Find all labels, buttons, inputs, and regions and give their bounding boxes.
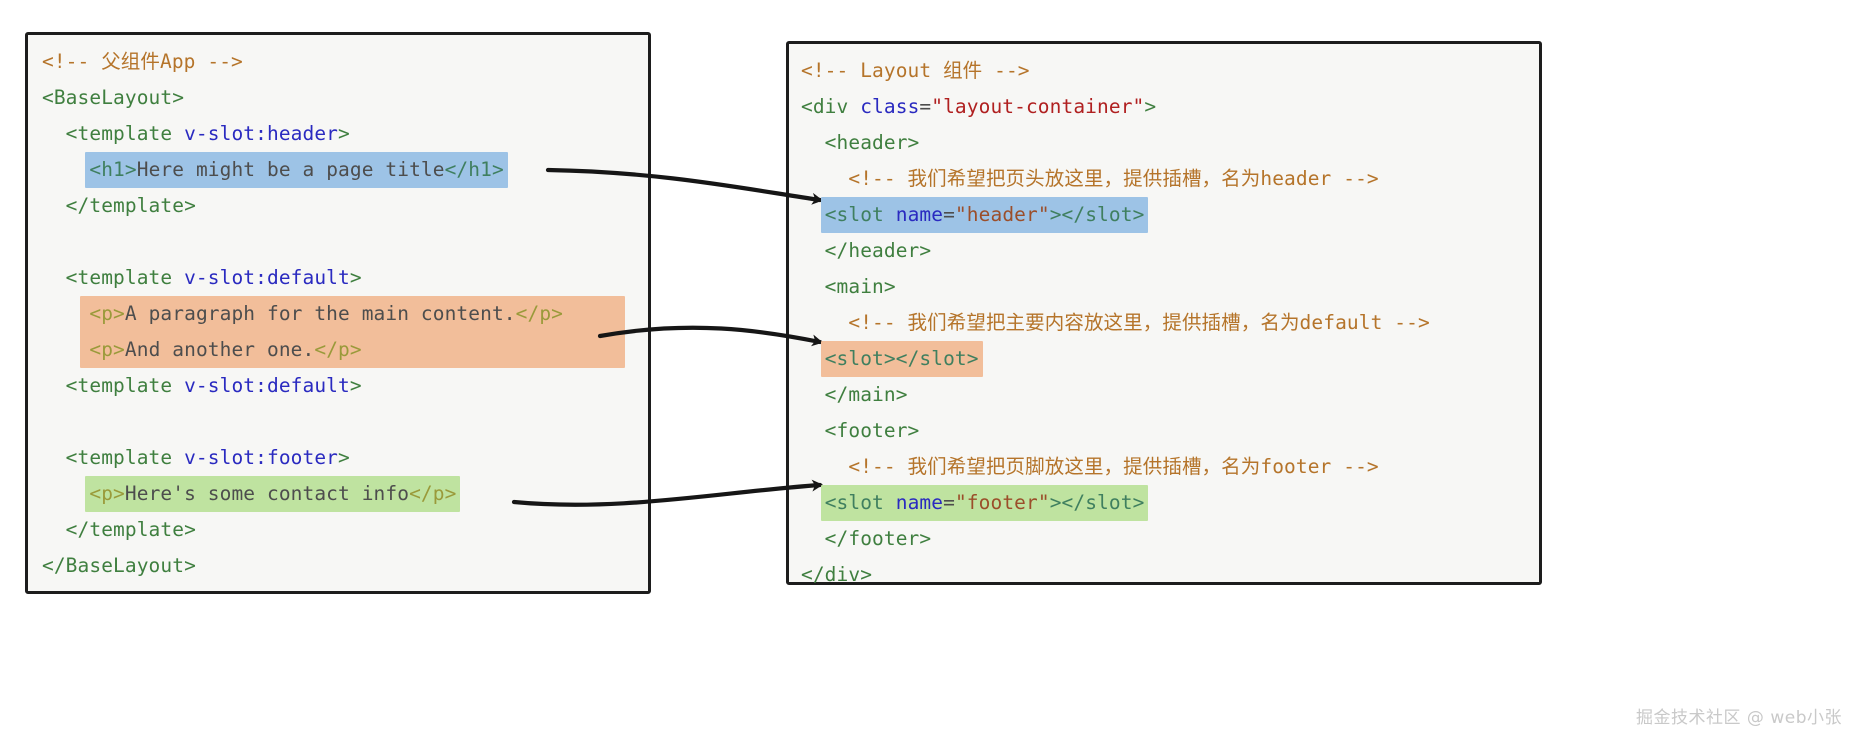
code-line-blank — [28, 224, 648, 260]
code-line: <!-- 我们希望把页脚放这里，提供插槽，名为footer --> — [789, 449, 1539, 485]
tag-template-close-2: </template> — [42, 518, 196, 541]
code-line-slot-default: <slot></slot> — [789, 341, 1539, 377]
code-line-h1-header: <h1>Here might be a page title</h1> — [28, 152, 648, 188]
tag-baselayout-open: <BaseLayout> — [42, 86, 185, 109]
footer-paragraph: <p>Here's some contact info</p> — [85, 476, 461, 512]
tag-template-close-1: </template> — [42, 194, 196, 217]
tag-baselayout-close: </BaseLayout> — [42, 554, 196, 577]
default-slot-block-highlight — [80, 296, 625, 368]
code-line-slot-header: <slot name="header"></slot> — [789, 197, 1539, 233]
layout-component-panel: <!-- Layout 组件 --> <div class="layout-co… — [786, 41, 1542, 586]
slot-name-footer: <slot name="footer"></slot> — [820, 485, 1149, 521]
default-paragraph-1: <p>A paragraph for the main content.</p> — [89, 302, 564, 325]
code-line: </template> — [28, 512, 648, 548]
code-line: <header> — [789, 125, 1539, 161]
code-line-p-main: <p>A paragraph for the main content.</p> — [28, 296, 648, 332]
code-line: <template v-slot:default> — [28, 368, 648, 404]
tag-header-close: </header> — [801, 239, 932, 262]
default-paragraph-2: <p>And another one.</p> — [89, 338, 362, 361]
h1-header-content: <h1>Here might be a page title</h1> — [85, 152, 508, 188]
slot-name-header: <slot name="header"></slot> — [820, 197, 1149, 233]
code-line: <template v-slot:default> — [28, 260, 648, 296]
code-line: </footer> — [789, 521, 1539, 557]
tag-main-open: <main> — [801, 275, 896, 298]
watermark: 掘金技术社区 @ web小张 — [1636, 708, 1842, 728]
code-line-p-contact: <p>Here's some contact info</p> — [28, 476, 648, 512]
code-line: </header> — [789, 233, 1539, 269]
layout-code-block: <!-- Layout 组件 --> <div class="layout-co… — [789, 44, 1539, 593]
tag-footer-close: </footer> — [801, 527, 932, 550]
code-line-slot-footer: <slot name="footer"></slot> — [789, 485, 1539, 521]
parent-component-app-panel: <!-- 父组件App --> <BaseLayout> <template v… — [25, 32, 651, 594]
code-line: <BaseLayout> — [28, 80, 648, 116]
code-line: <template v-slot:header> — [28, 116, 648, 152]
code-line: </BaseLayout> — [28, 548, 648, 584]
app-code-block: <!-- 父组件App --> <BaseLayout> <template v… — [28, 35, 648, 584]
comment-footer-slot: <!-- 我们希望把页脚放这里，提供插槽，名为footer --> — [801, 455, 1379, 478]
comment-parent-app: <!-- 父组件App --> — [42, 50, 243, 73]
tag-template-footer: <template v-slot:footer> — [42, 446, 350, 469]
code-line-blank — [28, 404, 648, 440]
tag-template-default-2: <template v-slot:default> — [42, 374, 362, 397]
tag-header-open: <header> — [801, 131, 920, 154]
code-line: <!-- Layout 组件 --> — [789, 53, 1539, 89]
tag-footer-open: <footer> — [801, 419, 920, 442]
slot-default: <slot></slot> — [820, 341, 983, 377]
code-line: <footer> — [789, 413, 1539, 449]
code-line: <div class="layout-container"> — [789, 89, 1539, 125]
code-line: <!-- 父组件App --> — [28, 44, 648, 80]
comment-default-slot: <!-- 我们希望把主要内容放这里，提供插槽，名为default --> — [801, 311, 1430, 334]
code-line-p-another: <p>And another one.</p> — [28, 332, 648, 368]
code-line: <main> — [789, 269, 1539, 305]
code-line: </main> — [789, 377, 1539, 413]
code-line: <template v-slot:footer> — [28, 440, 648, 476]
code-line: </template> — [28, 188, 648, 224]
code-line: <!-- 我们希望把主要内容放这里，提供插槽，名为default --> — [789, 305, 1539, 341]
tag-template-default-1: <template v-slot:default> — [42, 266, 362, 289]
tag-div-close: </div> — [801, 563, 873, 586]
tag-main-close: </main> — [801, 383, 908, 406]
comment-layout-component: <!-- Layout 组件 --> — [801, 59, 1030, 82]
tag-template-header: <template v-slot:header> — [42, 122, 350, 145]
comment-header-slot: <!-- 我们希望把页头放这里，提供插槽，名为header --> — [801, 167, 1379, 190]
code-line: <!-- 我们希望把页头放这里，提供插槽，名为header --> — [789, 161, 1539, 197]
code-line: </div> — [789, 557, 1539, 593]
tag-div-layout-container: <div class="layout-container"> — [801, 95, 1157, 118]
